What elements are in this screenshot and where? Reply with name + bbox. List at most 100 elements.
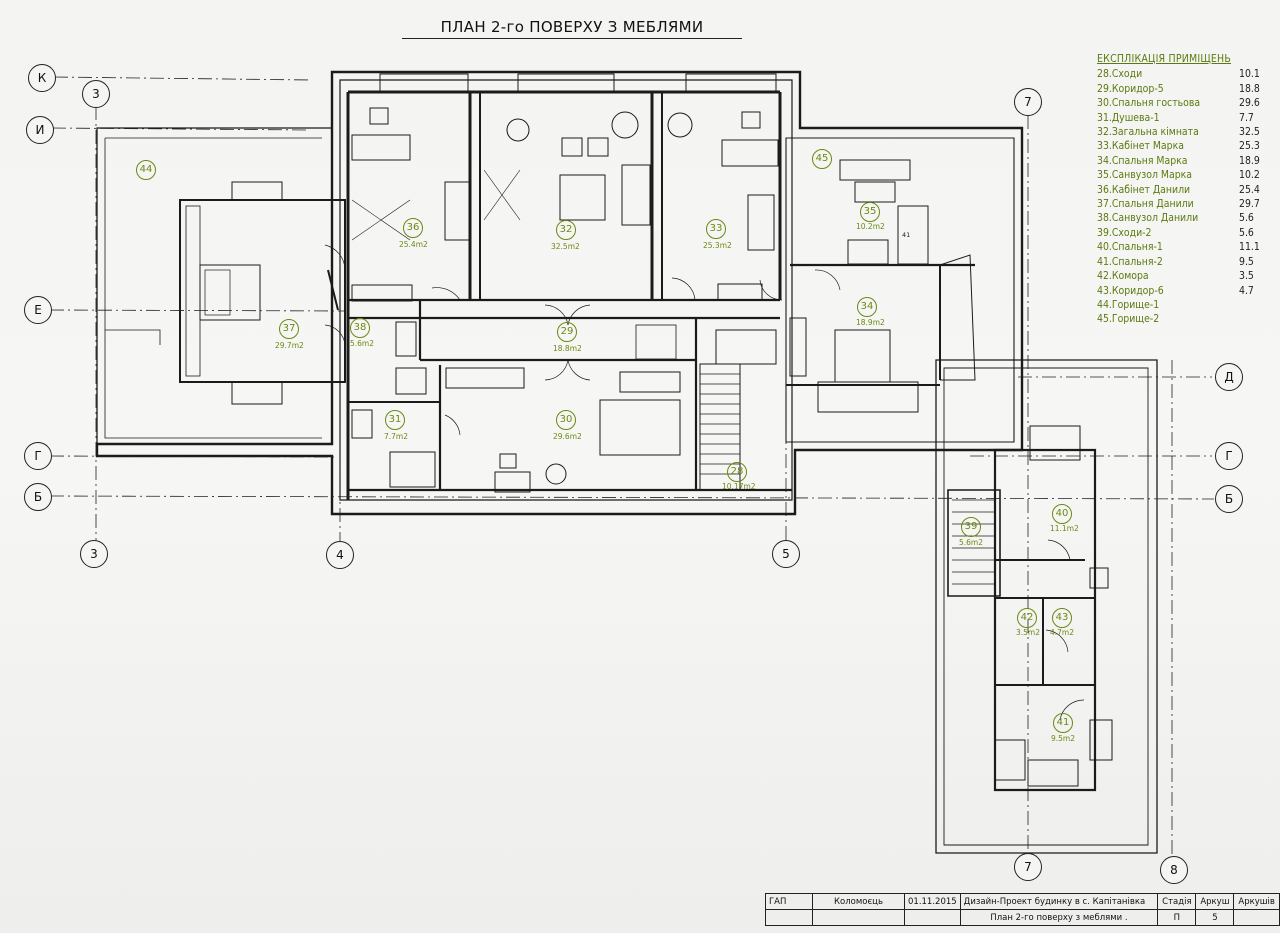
room-29-number: 29 (557, 322, 577, 342)
room-34-number: 34 (857, 297, 877, 317)
axis-marker-5: 5 (772, 540, 800, 568)
room-schedule-area (1239, 298, 1269, 312)
room-schedule-area: 10.2 (1239, 169, 1260, 182)
room-32-number: 32 (556, 220, 576, 240)
room-schedule-row: 45.Горище-2 (1097, 312, 1269, 326)
axis-marker-h-left: Г (24, 442, 52, 470)
room-43-number: 43 (1052, 608, 1072, 628)
stamp-sheet: 5 (1195, 909, 1235, 926)
room-schedule-row: 38.Санвузол Данили 5.6 (1097, 211, 1269, 225)
room-39-area: 5.6m2 (959, 538, 984, 547)
room-schedule-area: 7.7 (1239, 111, 1254, 124)
axis-marker-7-bottom: 7 (1014, 853, 1042, 881)
room-42-number: 42 (1017, 608, 1037, 628)
room-35-area: 10.2m2 (856, 222, 885, 231)
room-44-number: 44 (136, 160, 156, 180)
axis-marker-b-right: Б (1215, 485, 1243, 513)
room-38-number: 38 (350, 318, 370, 338)
axis-marker-8: 8 (1160, 856, 1188, 884)
room-31-number: 31 (385, 410, 405, 430)
stamp-sheet-label: Аркуш (1195, 893, 1235, 910)
room-28-area: 10.17m2 (722, 482, 756, 491)
room-33-area: 25.3m2 (703, 241, 732, 250)
room-schedule-row: 43.Коридор-6 4.7 (1097, 284, 1269, 298)
plan-title: ПЛАН 2-го ПОВЕРХУ З МЕБЛЯМИ (402, 18, 742, 39)
room-schedule-area: 29.6 (1239, 97, 1260, 110)
shower-mark: 41 (902, 231, 911, 239)
stamp-role: ГАП (765, 893, 813, 910)
room-40-number: 40 (1052, 504, 1072, 524)
room-schedule-area: 4.7 (1239, 284, 1254, 297)
room-schedule-label: 36.Кабінет Данили (1097, 183, 1191, 196)
room-schedule-row: 39.Сходи-2 5.6 (1097, 226, 1269, 240)
room-40-area: 11.1m2 (1050, 524, 1079, 533)
room-schedule-label: 41.Спальня-2 (1097, 255, 1163, 268)
room-schedule-row: 34.Спальня Марка 18.9 (1097, 154, 1269, 168)
room-schedule-area: 32.5 (1239, 126, 1260, 139)
room-schedule-row: 44.Горище-1 (1097, 298, 1269, 312)
room-schedule-label: 28.Сходи (1097, 68, 1143, 81)
room-28-number: 28 (727, 462, 747, 482)
room-43-area: 4.7m2 (1050, 628, 1075, 637)
title-block: ГАП Коломоєць 01.11.2015 Дизайн-Проект б… (765, 893, 1280, 933)
axis-marker-7-top: 7 (1014, 88, 1042, 116)
room-schedule-label: 45.Горище-2 (1097, 313, 1160, 326)
stamp-sheet-title: План 2-го поверху з меблями . (959, 909, 1159, 926)
room-schedule-label: 32.Загальна кімната (1097, 126, 1199, 139)
room-schedule-area: 11.1 (1239, 241, 1260, 254)
room-schedule-label: 40.Спальня-1 (1097, 241, 1163, 254)
room-schedule-row: 30.Спальня гостьова 29.6 (1097, 96, 1269, 110)
room-schedule-label: 30.Спальня гостьова (1097, 97, 1201, 110)
room-schedule-area: 5.6 (1239, 212, 1254, 225)
room-36-number: 36 (403, 218, 423, 238)
stamp-project: Дизайн-Проект будинку в с. Капітанівка (959, 893, 1159, 910)
room-32-area: 32.5m2 (551, 242, 580, 251)
room-39-number: 39 (961, 517, 981, 537)
annex-outer (935, 359, 1158, 854)
room-schedule-row: 36.Кабінет Данили 25.4 (1097, 183, 1269, 197)
room-schedule-area: 18.9 (1239, 154, 1260, 167)
stamp-sheets-label: Аркушів (1233, 893, 1280, 910)
axis-marker-4: 4 (326, 541, 354, 569)
room-schedule-label: 43.Коридор-6 (1097, 284, 1164, 297)
stamp-sheets (1233, 909, 1280, 926)
room-schedule-label: 31.Душева-1 (1097, 111, 1160, 124)
room-33-number: 33 (706, 219, 726, 239)
room-schedule-area: 18.8 (1239, 82, 1260, 95)
room-schedule-heading: ЕКСПЛІКАЦІЯ ПРИМІЩЕНЬ (1097, 53, 1232, 65)
room-schedule-label: 39.Сходи-2 (1097, 226, 1152, 239)
room-schedule-area: 25.3 (1239, 140, 1260, 153)
room-schedule-label: 34.Спальня Марка (1097, 154, 1188, 167)
room-38-area: 5.6m2 (350, 339, 375, 348)
room-schedule-area: 29.7 (1239, 198, 1260, 211)
axis-marker-b-left: Б (24, 483, 52, 511)
room-37-area: 29.7m2 (275, 341, 304, 350)
room-37-number: 37 (279, 319, 299, 339)
room-31-area: 7.7m2 (384, 432, 409, 441)
axis-marker-3-bottom: 3 (80, 540, 108, 568)
room-schedule-label: 33.Кабінет Марка (1097, 140, 1184, 153)
room-29-area: 18.8m2 (553, 344, 582, 353)
room-schedule-area: 9.5 (1239, 255, 1254, 268)
axis-marker-k: К (28, 64, 56, 92)
room-schedule-label: 42.Комора (1097, 270, 1149, 283)
axis-marker-i: И (26, 116, 54, 144)
main-outer-wall (95, 70, 1024, 516)
axis-marker-d-right: Д (1215, 363, 1243, 391)
room-schedule-row: 32.Загальна кімната 32.5 (1097, 125, 1269, 139)
room-35-number: 35 (860, 202, 880, 222)
room-schedule-area: 25.4 (1239, 183, 1260, 196)
room-schedule-row: 40.Спальня-1 11.1 (1097, 240, 1269, 254)
axis-marker-ye: Е (24, 296, 52, 324)
room-schedule-label: 38.Санвузол Данили (1097, 212, 1199, 225)
axis-marker-h-right: Г (1215, 442, 1243, 470)
room-schedule-label: 44.Горище-1 (1097, 298, 1160, 311)
attic-45-outline (785, 137, 1015, 443)
room-schedule-area: 5.6 (1239, 226, 1254, 239)
